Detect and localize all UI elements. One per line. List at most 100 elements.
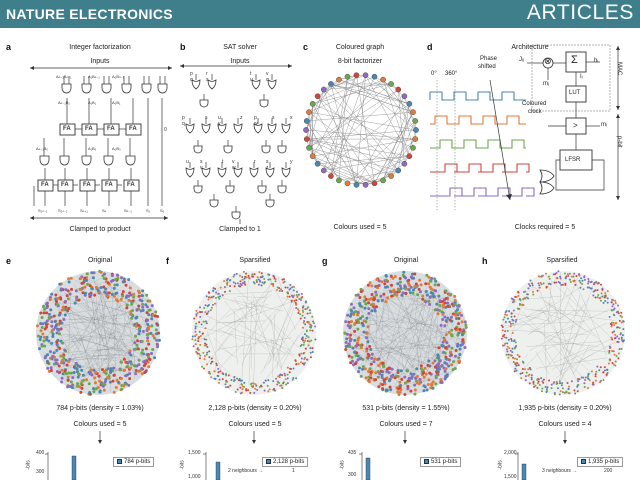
colored-clock-label-1: Coloured xyxy=(522,101,547,107)
network-node xyxy=(276,383,279,386)
network-node xyxy=(306,339,309,342)
panel-h-ytick-top: 2,000 xyxy=(504,450,517,456)
sat-variable-label: z xyxy=(240,115,243,121)
network-edge xyxy=(237,296,268,298)
network-edge xyxy=(370,301,432,334)
network-node xyxy=(226,277,229,280)
network-node xyxy=(203,354,206,357)
network-node xyxy=(106,375,110,379)
network-edge xyxy=(395,293,417,377)
network-edge xyxy=(382,292,394,318)
network-node xyxy=(91,387,95,391)
network-node xyxy=(62,361,66,365)
graph-edge xyxy=(317,163,366,185)
network-node xyxy=(107,291,111,295)
network-node xyxy=(48,356,52,360)
network-node xyxy=(51,354,55,358)
network-node xyxy=(150,324,154,328)
network-node xyxy=(286,377,289,380)
network-node xyxy=(219,370,222,373)
panel-f-label: f xyxy=(166,256,169,266)
network-node xyxy=(133,341,137,345)
network-node xyxy=(66,297,70,301)
network-node xyxy=(233,285,236,288)
clock-waveform xyxy=(430,115,526,125)
network-node xyxy=(64,299,68,303)
clock-deg-0: 0° xyxy=(431,71,437,77)
clock-waveform xyxy=(430,187,535,197)
network-node xyxy=(274,278,277,281)
network-edge xyxy=(54,310,129,354)
graph-edge xyxy=(356,96,405,185)
and-gate xyxy=(209,199,219,208)
network-node xyxy=(76,375,80,379)
network-edge xyxy=(197,308,260,342)
graph-edge xyxy=(308,147,375,184)
network-node xyxy=(71,376,75,380)
network-edge xyxy=(224,300,268,351)
network-node xyxy=(45,338,49,342)
graph-edge xyxy=(338,79,410,105)
network-node xyxy=(144,347,148,351)
network-node xyxy=(39,311,43,315)
network-node xyxy=(122,384,126,388)
graph-edge xyxy=(398,103,410,171)
network-node xyxy=(278,374,281,377)
network-node xyxy=(104,287,108,291)
panel-a-inputs-label: Inputs xyxy=(90,58,110,65)
network-edge xyxy=(414,292,420,321)
network-node xyxy=(67,277,71,281)
network-node xyxy=(281,374,284,377)
network-edge xyxy=(98,286,106,300)
network-node xyxy=(262,381,265,384)
network-edge xyxy=(94,275,103,374)
network-node xyxy=(60,358,64,362)
panel-f-ylabel: -bits xyxy=(179,460,186,470)
and-gate xyxy=(261,145,271,154)
or-gate xyxy=(267,79,277,90)
network-node xyxy=(136,339,140,343)
panel-f-title: Sparsified xyxy=(239,257,271,264)
network-edge xyxy=(47,331,119,344)
network-node xyxy=(125,303,129,307)
network-node xyxy=(55,370,59,374)
network-edge xyxy=(123,294,127,338)
full-adder xyxy=(81,123,98,136)
network-node xyxy=(280,384,283,387)
network-node xyxy=(298,297,301,300)
or-gate xyxy=(185,167,195,178)
graph-edge xyxy=(382,79,416,122)
network-edge xyxy=(365,315,377,323)
network-node xyxy=(438,309,442,313)
network-node xyxy=(61,305,65,309)
network-node xyxy=(299,299,302,302)
panel-f-legend: 2,128 p-bits xyxy=(262,457,309,468)
network-edge xyxy=(355,346,361,350)
network-edge xyxy=(346,346,446,361)
partial-product-label: A₀Bₙ₋₁ xyxy=(112,74,125,79)
network-node xyxy=(211,303,214,306)
network-node xyxy=(299,313,302,316)
graph-edge xyxy=(374,76,417,131)
network-node xyxy=(100,368,104,372)
network-node xyxy=(307,306,310,309)
network-node xyxy=(61,355,65,359)
network-edge xyxy=(75,327,110,390)
network-edge xyxy=(217,337,292,350)
graph-edge xyxy=(365,138,416,185)
network-node xyxy=(42,304,46,308)
network-node xyxy=(203,338,206,341)
network-edge xyxy=(382,292,404,380)
network-edge xyxy=(60,353,124,360)
graph-node xyxy=(314,160,321,167)
network-node xyxy=(121,280,125,284)
network-node xyxy=(52,362,56,366)
graph-edge xyxy=(308,83,392,149)
network-node xyxy=(94,370,98,374)
network-node xyxy=(79,276,83,280)
network-edge xyxy=(280,334,299,370)
network-node xyxy=(212,295,215,298)
network-node xyxy=(356,354,360,358)
network-node xyxy=(314,338,317,341)
